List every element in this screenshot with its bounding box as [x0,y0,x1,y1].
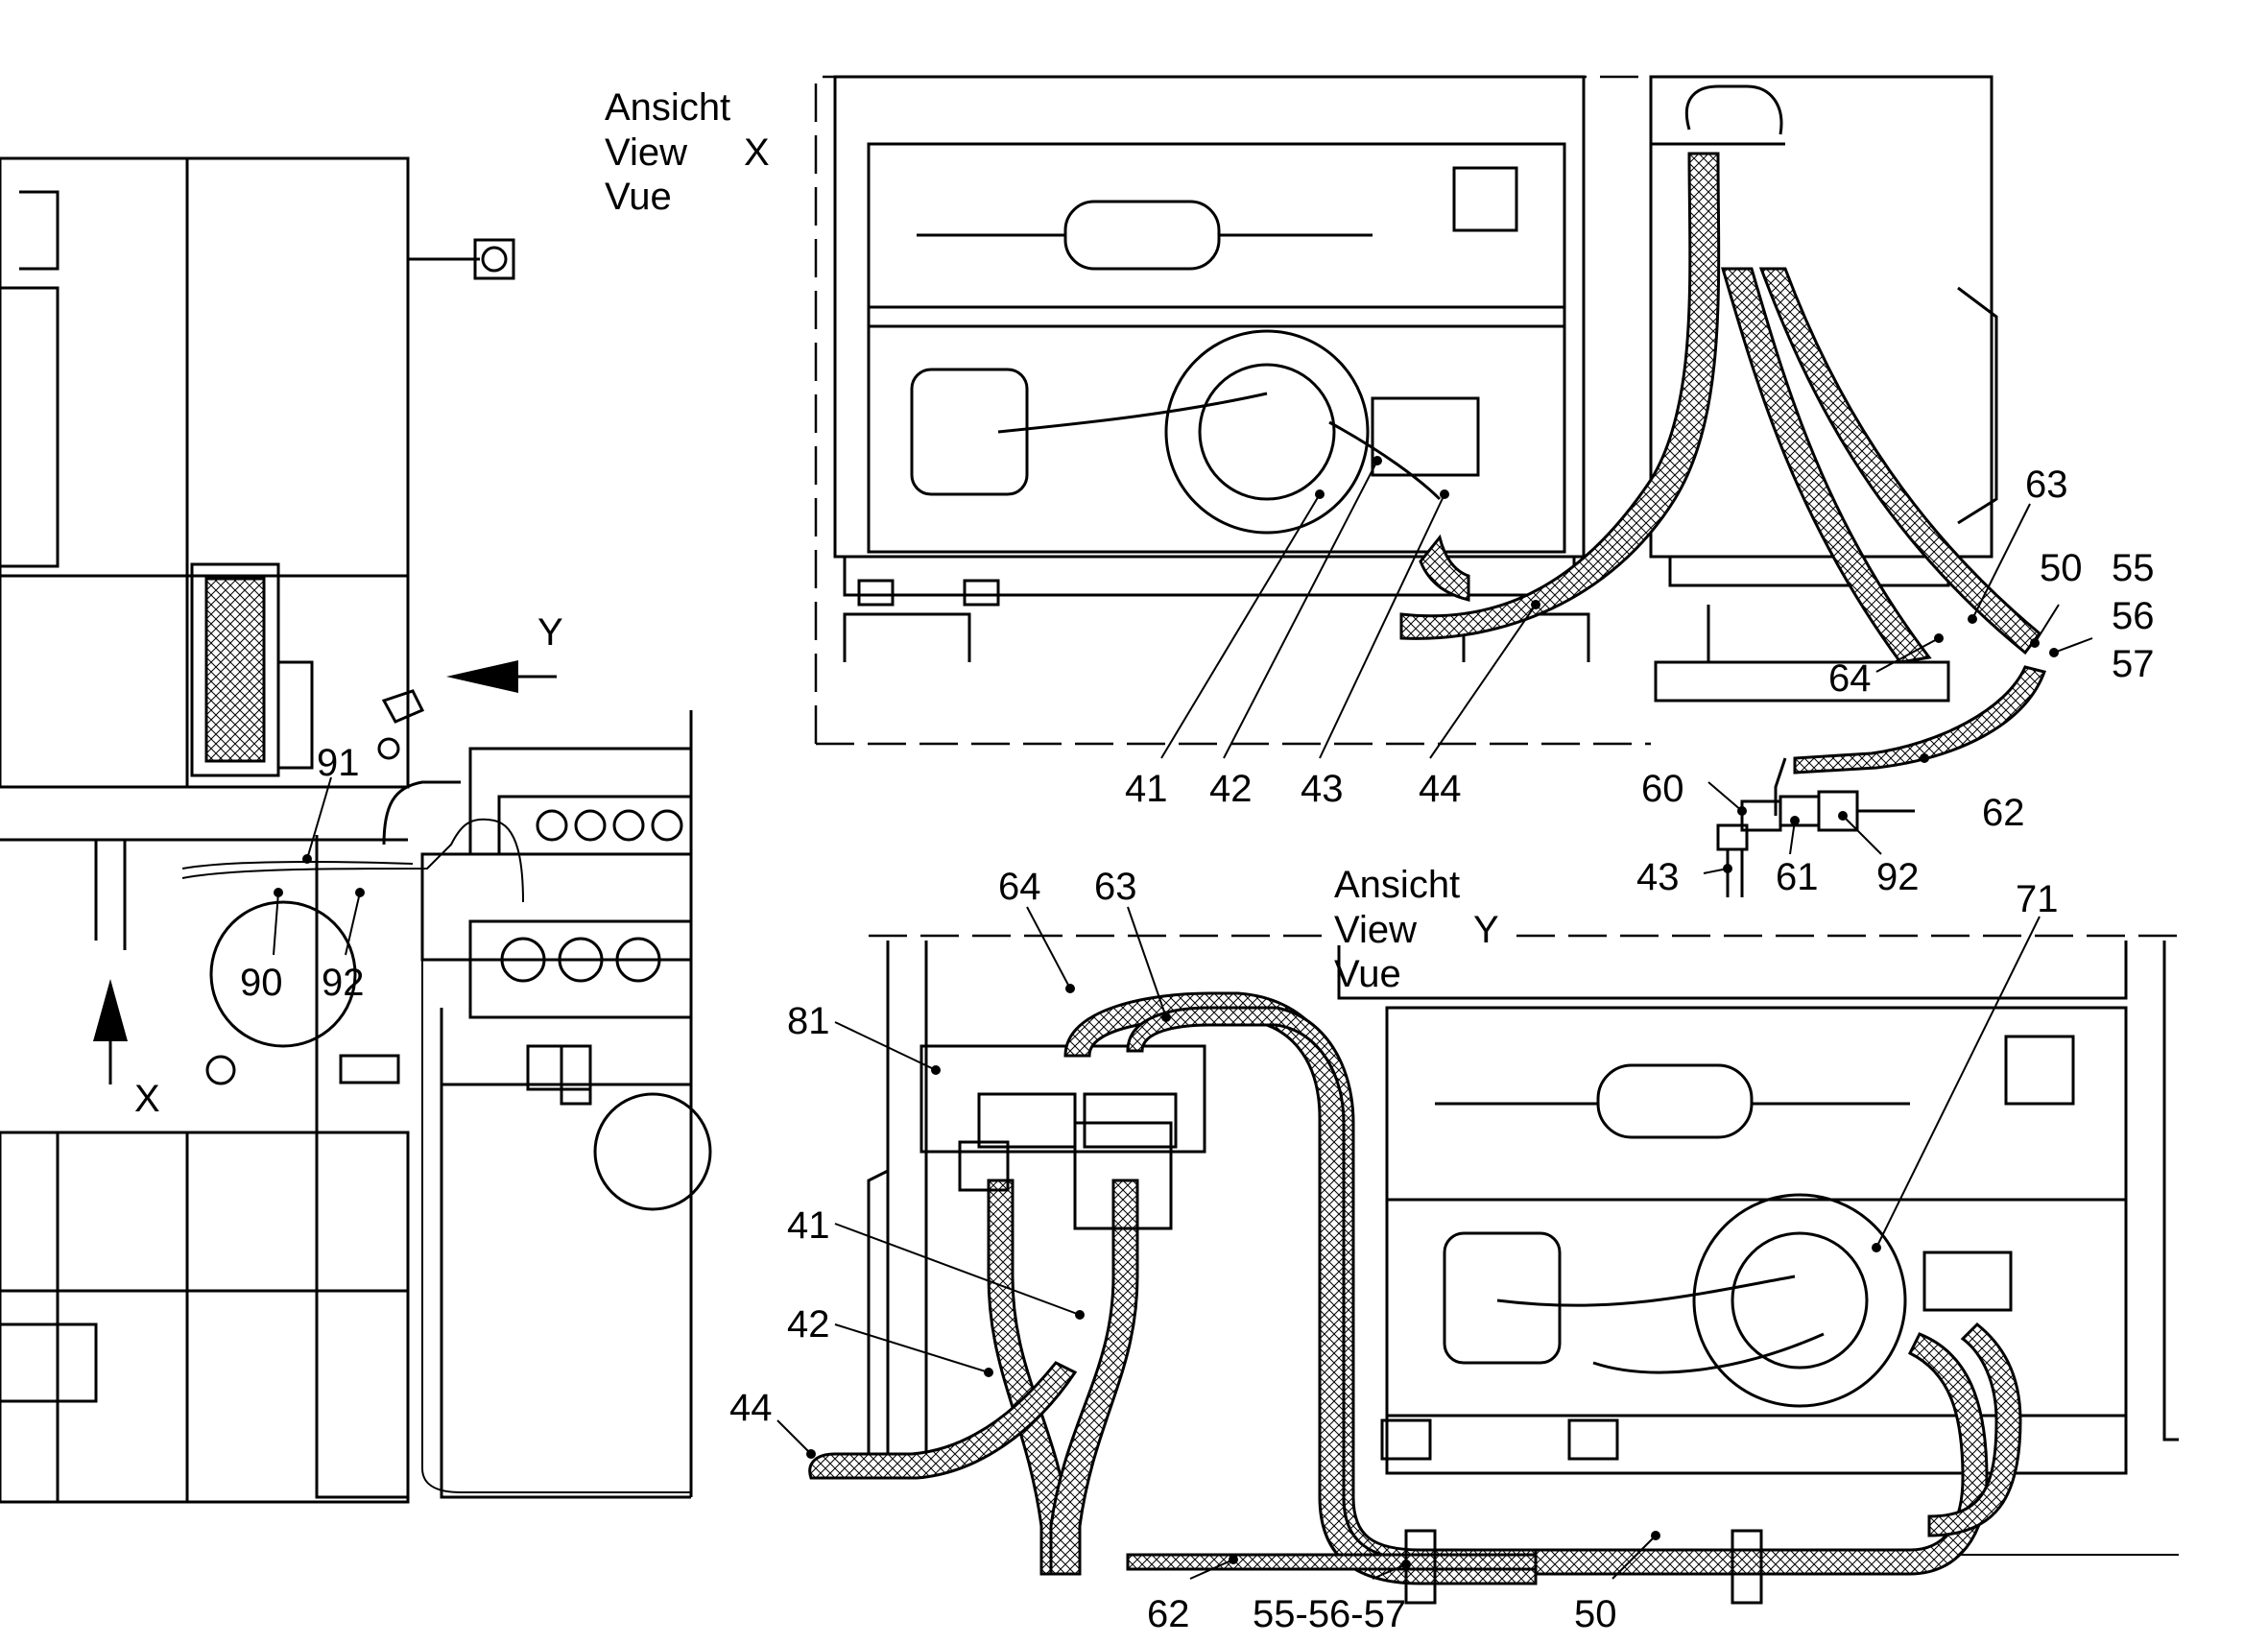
view-y-title-line2: View [1334,909,1417,951]
view-y-title-letter: Y [1473,909,1499,951]
callout-63-view-y: 63 [1094,866,1137,908]
view-x-arrow [93,979,128,1084]
callout-92: 92 [322,962,365,1004]
view-x-title-line2: View [605,131,687,174]
machine-overview [0,156,524,1504]
callout-64: 64 [1828,657,1872,700]
callout-61: 61 [1776,856,1819,898]
callout-62-view-y: 62 [1147,1593,1190,1635]
callout-91: 91 [317,742,360,784]
callout-41-view-y: 41 [787,1204,830,1247]
view-x-title-line1: Ansicht [605,86,730,129]
view-y-drawing [808,934,2179,1605]
arrow-y-label: Y [537,611,563,654]
view-x-title-line3: Vue [605,176,672,218]
callout-42-view-y: 42 [787,1303,830,1346]
view-y-arrow [446,660,557,693]
callout-50: 50 [2040,547,2083,589]
callout-44-view-y: 44 [729,1387,773,1429]
callout-62: 62 [1982,792,2025,834]
callout-55-56-57: 55-56-57 [1253,1593,1406,1635]
callout-43-detail: 43 [1636,856,1680,898]
callout-labels: 91 90 92 41 42 43 44 63 50 55 56 57 64 6… [240,464,2155,1635]
callout-92-detail: 92 [1876,856,1920,898]
callout-57: 57 [2112,643,2155,685]
callout-42: 42 [1209,768,1253,810]
view-y-title-line3: Vue [1334,953,1401,995]
view-y-title-line1: Ansicht [1334,864,1460,906]
callout-64-view-y: 64 [998,866,1041,908]
callout-81: 81 [787,1000,830,1042]
arrow-x-label: X [134,1078,160,1120]
callout-50-view-y: 50 [1574,1593,1617,1635]
callout-41: 41 [1125,768,1168,810]
view-x-title: Ansicht View Vue X [605,86,770,218]
leader-lines [273,456,2093,1580]
callout-55: 55 [2112,547,2155,589]
callout-90: 90 [240,962,283,1004]
view-x-drawing [814,75,2046,774]
callout-43: 43 [1301,768,1344,810]
callout-56: 56 [2112,595,2155,637]
callout-44: 44 [1419,768,1462,810]
callout-71: 71 [2016,878,2059,920]
callout-60: 60 [1641,768,1684,810]
view-x-title-letter: X [744,131,770,174]
callout-63: 63 [2025,464,2068,506]
pump-bank-view [420,710,712,1499]
view-y-title: Ansicht View Vue Y [1334,864,1499,995]
